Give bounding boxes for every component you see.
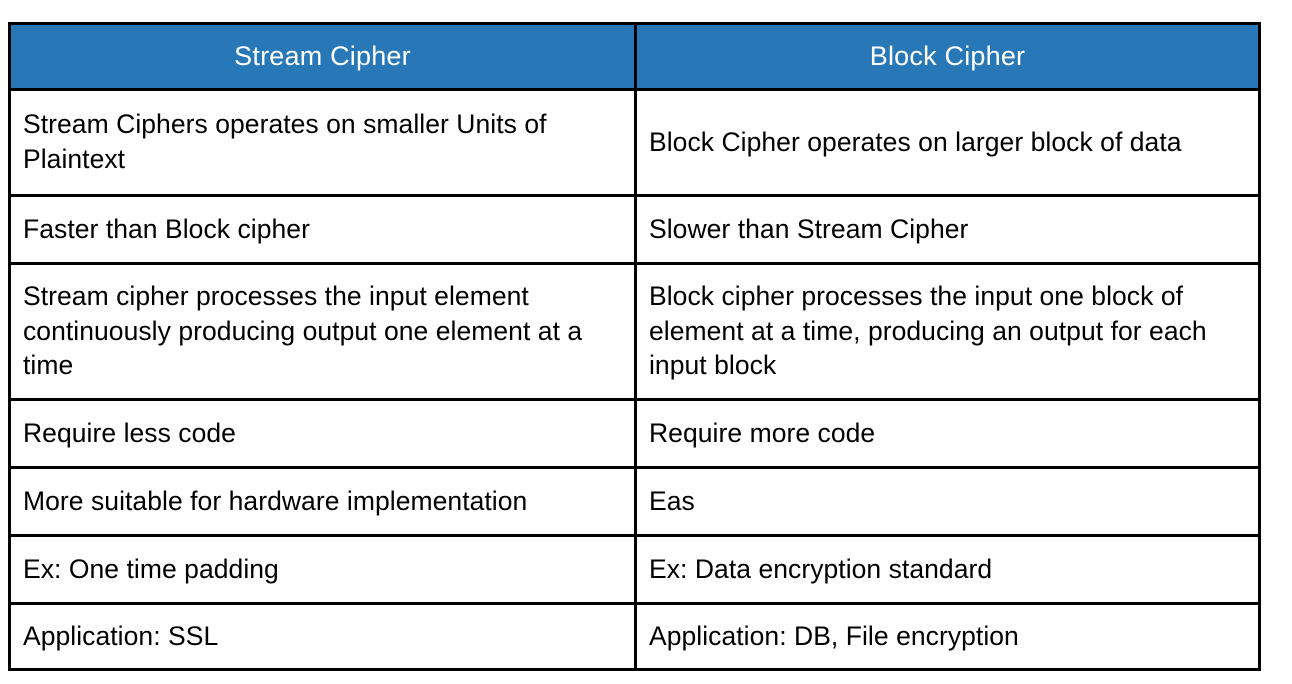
table-row: More suitable for hardware implementatio…	[8, 466, 1261, 537]
column-header-block-cipher: Block Cipher	[634, 22, 1261, 91]
cell-block-cipher-7: Application: DB, File encryption	[634, 602, 1261, 671]
table-row: Faster than Block cipher Slower than Str…	[8, 194, 1261, 265]
cell-block-cipher-5: Eas	[634, 466, 1261, 537]
cipher-comparison-table: Stream Cipher Block Cipher Stream Cipher…	[8, 22, 1261, 671]
table-header-row: Stream Cipher Block Cipher	[8, 22, 1261, 91]
cell-stream-cipher-3: Stream cipher processes the input elemen…	[8, 262, 637, 401]
column-header-stream-cipher: Stream Cipher	[8, 22, 637, 91]
table-row: Stream cipher processes the input elemen…	[8, 262, 1261, 401]
cell-stream-cipher-5: More suitable for hardware implementatio…	[8, 466, 637, 537]
cell-stream-cipher-2: Faster than Block cipher	[8, 194, 637, 265]
table-row: Application: SSL Application: DB, File e…	[8, 602, 1261, 671]
table-body: Stream Ciphers operates on smaller Units…	[8, 88, 1261, 671]
cell-block-cipher-3: Block cipher processes the input one blo…	[634, 262, 1261, 401]
cell-stream-cipher-4: Require less code	[8, 398, 637, 469]
table-row: Require less code Require more code	[8, 398, 1261, 469]
cell-stream-cipher-7: Application: SSL	[8, 602, 637, 671]
cell-stream-cipher-1: Stream Ciphers operates on smaller Units…	[8, 88, 637, 197]
table-row: Stream Ciphers operates on smaller Units…	[8, 88, 1261, 197]
cell-block-cipher-4: Require more code	[634, 398, 1261, 469]
cell-block-cipher-2: Slower than Stream Cipher	[634, 194, 1261, 265]
table-header: Stream Cipher Block Cipher	[8, 22, 1261, 91]
cell-block-cipher-6: Ex: Data encryption standard	[634, 534, 1261, 605]
cell-stream-cipher-6: Ex: One time padding	[8, 534, 637, 605]
cell-block-cipher-1: Block Cipher operates on larger block of…	[634, 88, 1261, 197]
table-row: Ex: One time padding Ex: Data encryption…	[8, 534, 1261, 605]
